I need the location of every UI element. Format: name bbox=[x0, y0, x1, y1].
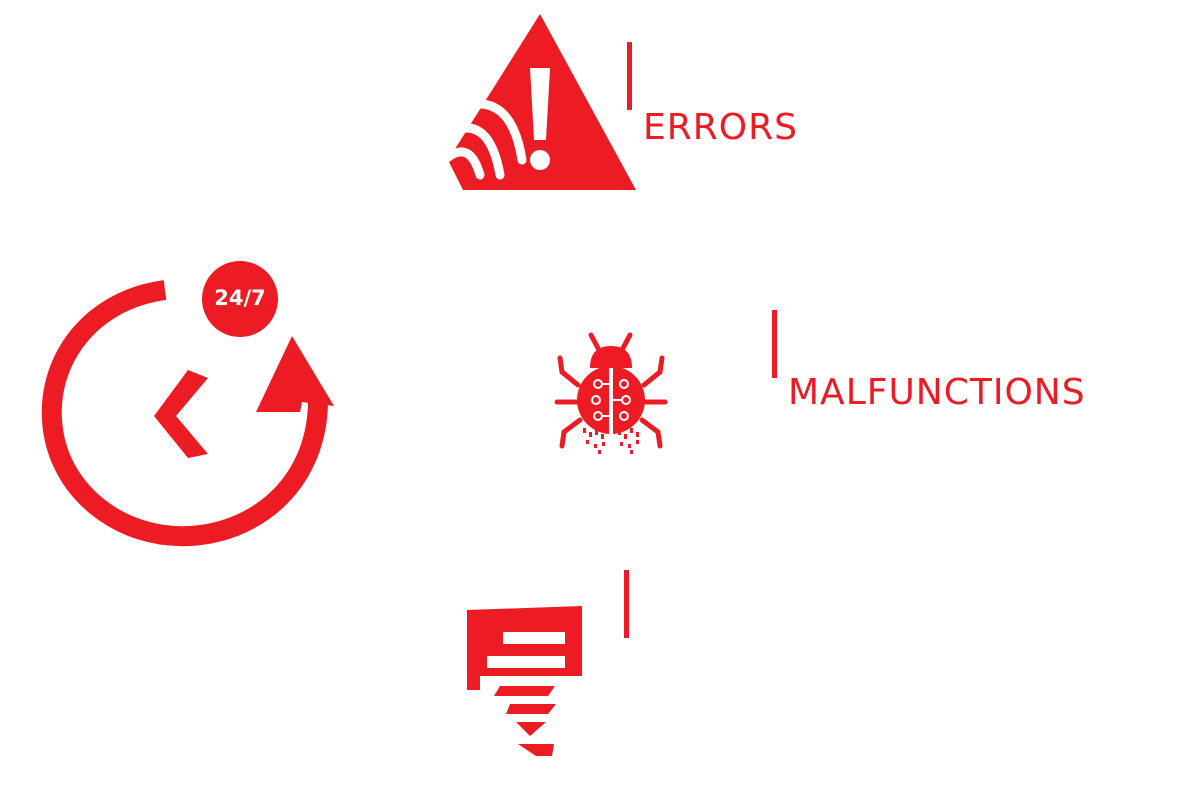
support-badge-text: 24/7 bbox=[214, 286, 266, 310]
ticket-marker bbox=[624, 570, 629, 638]
clock-refresh-icon bbox=[41, 280, 334, 547]
errors-marker bbox=[627, 42, 632, 110]
ticket-icon bbox=[467, 606, 582, 756]
bug-icon bbox=[554, 332, 668, 454]
support-badge bbox=[202, 261, 278, 337]
malfunctions-marker bbox=[772, 310, 777, 378]
malfunctions-label: MALFUNCTIONS bbox=[788, 372, 1086, 413]
warning-icon bbox=[442, 14, 636, 190]
errors-label: ERRORS bbox=[643, 107, 798, 148]
